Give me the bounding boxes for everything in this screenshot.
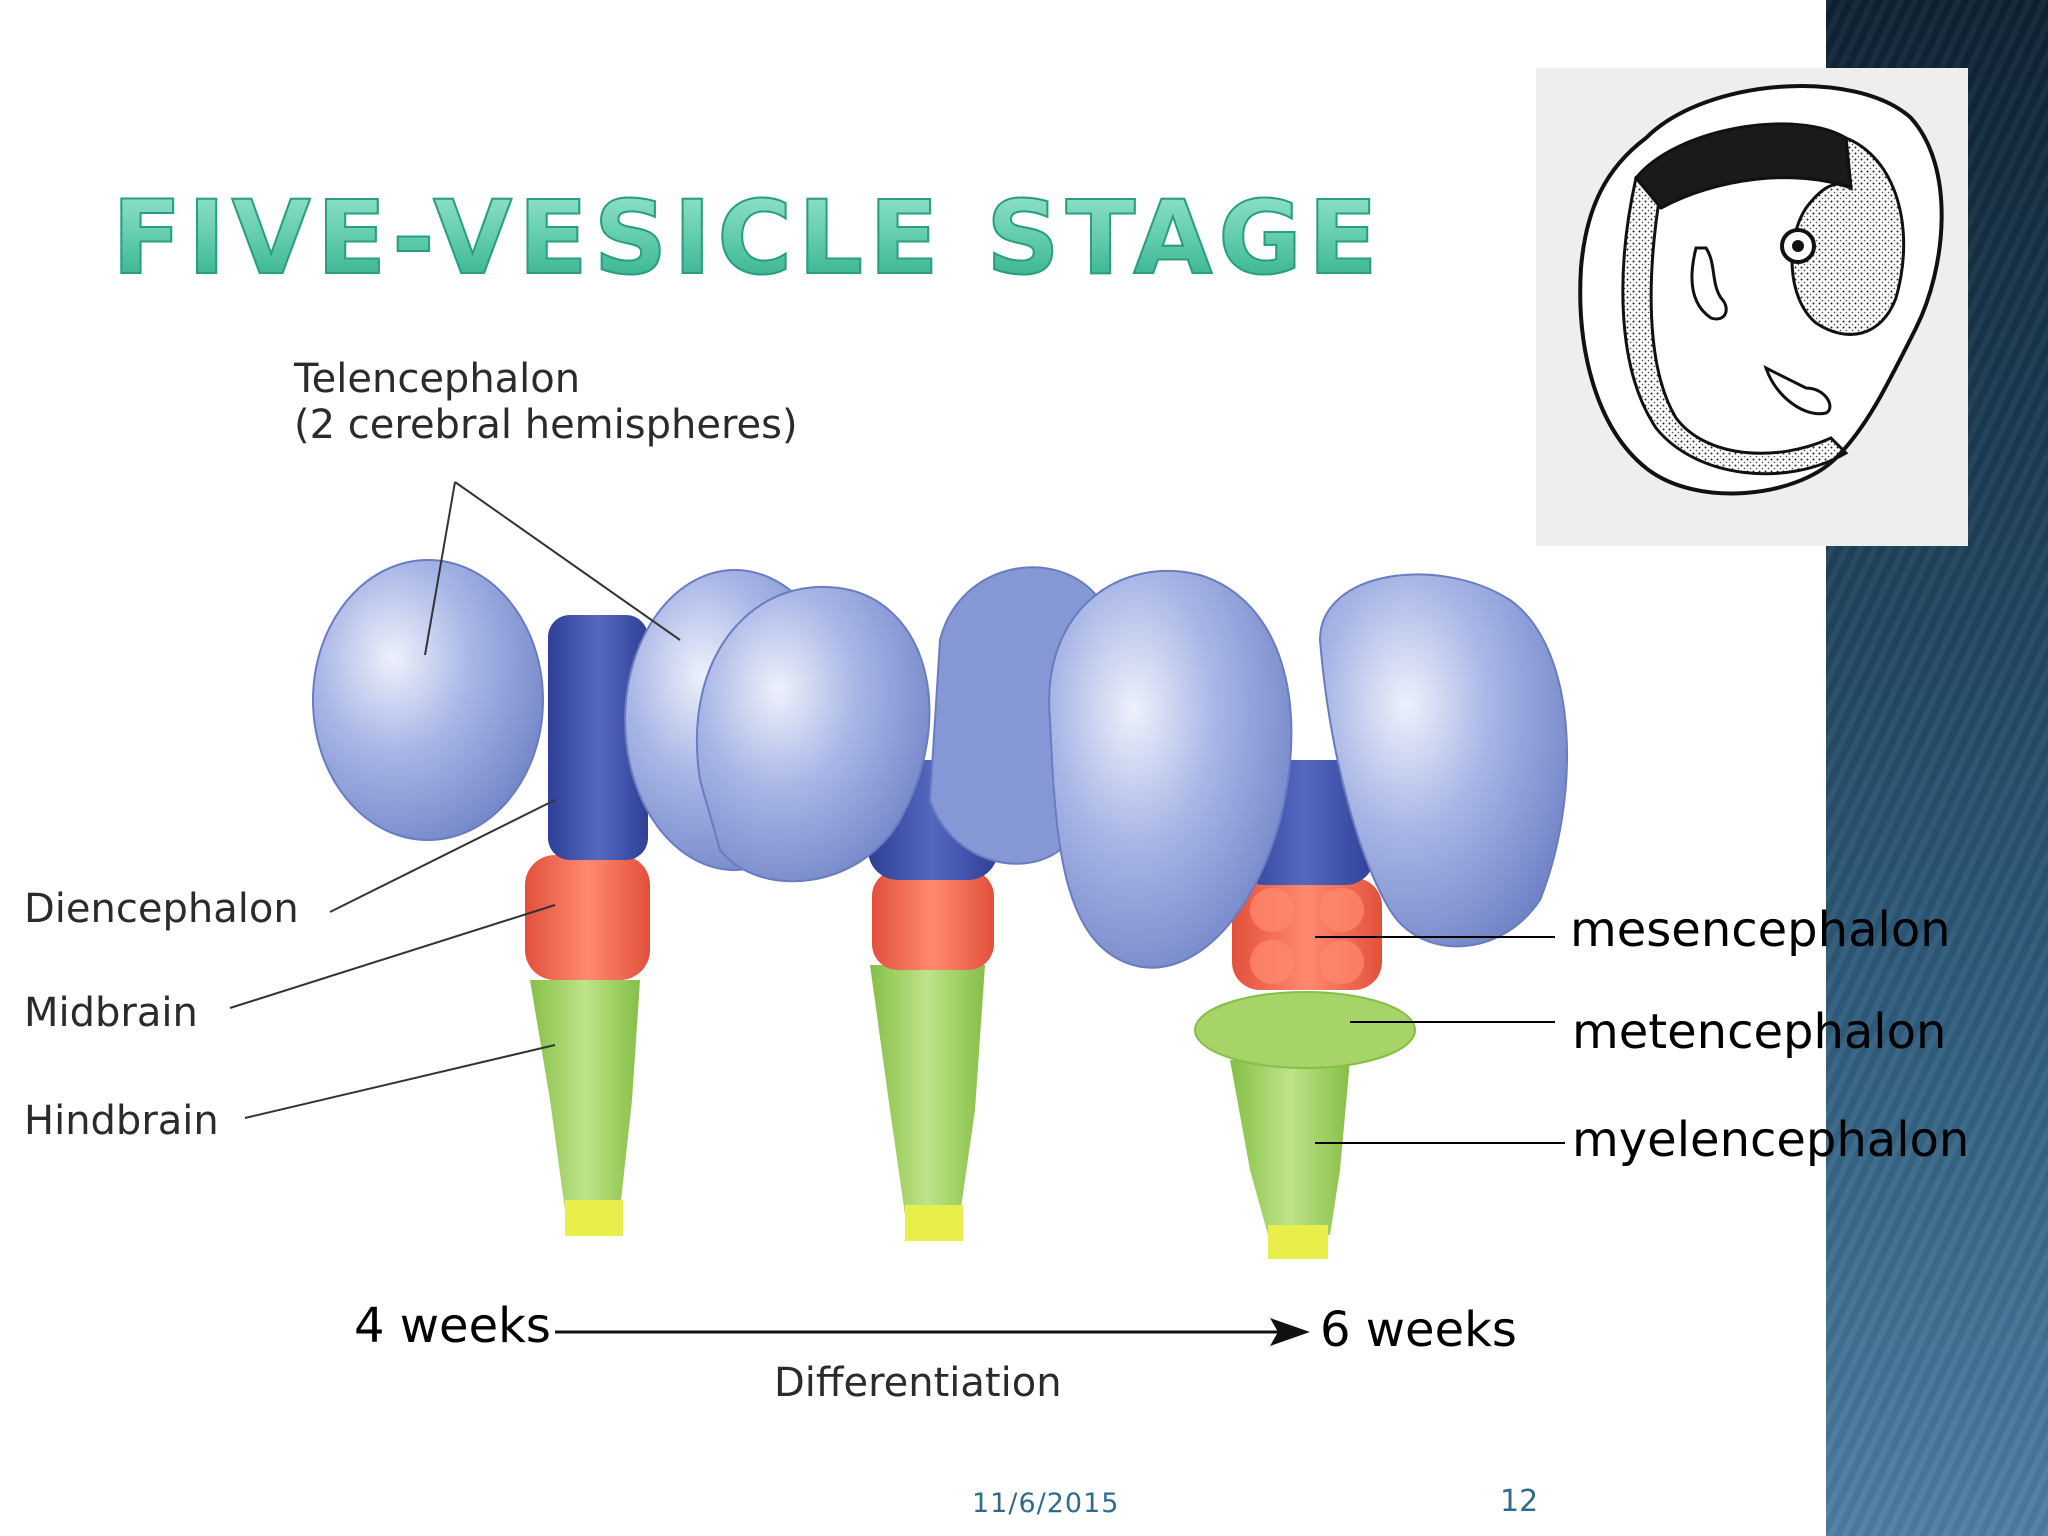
timeline-caption: Differentiation [774,1360,1062,1406]
metencephalon-shape-3 [1194,991,1416,1069]
embryo-drawing [1536,68,1968,546]
diencephalon-shape-1 [548,615,648,860]
telencephalon-note-text: (2 cerebral hemispheres) [294,402,798,448]
slide-date: 11/6/2015 [972,1488,1120,1519]
telencephalon-label: Telencephalon (2 cerebral hemispheres) [294,356,798,448]
myelencephalon-label: myelencephalon [1572,1112,1970,1168]
midbrain-bulge-a [1250,888,1294,932]
leader-hindbrain [244,1044,556,1119]
spinal-cord-2 [905,1205,963,1241]
mesencephalon-label: mesencephalon [1570,902,1951,958]
embryo-eye-pupil [1792,240,1804,252]
leader-telencephalon-a [424,481,456,656]
leader-lines [229,481,1565,1144]
timeline-end-label: 6 weeks [1320,1302,1517,1358]
timeline-arrow [555,1318,1310,1346]
slide-title: Five-Vesicle Stage [111,179,1384,298]
embryo-tail [1763,365,1832,416]
hindbrain-shape-1 [530,980,640,1210]
embryo-head-stipple [1790,135,1906,336]
spinal-cord-3 [1268,1225,1328,1259]
telencephalon-label-text: Telencephalon [294,356,581,402]
telencephalon-left-3 [1048,570,1293,969]
midbrain-bulge-b [1320,888,1364,932]
diencephalon-label: Diencephalon [24,886,299,932]
myelencephalon-shape-3 [1230,1060,1350,1235]
midbrain-shape-1 [525,855,650,980]
leader-diencephalon [329,799,556,913]
telencephalon-front-2 [695,585,931,883]
telencephalon-left-1 [312,559,544,841]
embryo-neural-tube [1621,175,1849,476]
leader-midbrain [229,904,556,1009]
spinal-cord-1 [565,1200,623,1236]
hindbrain-label: Hindbrain [24,1098,219,1144]
timeline-arrowhead [1270,1318,1310,1346]
stage-6-weeks [1048,570,1569,1259]
midbrain-bulge-c [1250,940,1294,984]
metencephalon-label: metencephalon [1572,1004,1947,1060]
telencephalon-right-3 [1318,573,1569,948]
midbrain-bulge-d [1320,940,1364,984]
midbrain-label: Midbrain [24,990,198,1036]
timeline-start-label: 4 weeks [354,1298,551,1354]
hindbrain-shape-2 [870,965,985,1215]
embryo-illustration [1536,68,1968,546]
embryo-limb [1690,246,1728,321]
midbrain-shape-2 [872,870,994,970]
slide-page-number: 12 [1500,1484,1539,1519]
leader-telencephalon-b [454,481,681,641]
